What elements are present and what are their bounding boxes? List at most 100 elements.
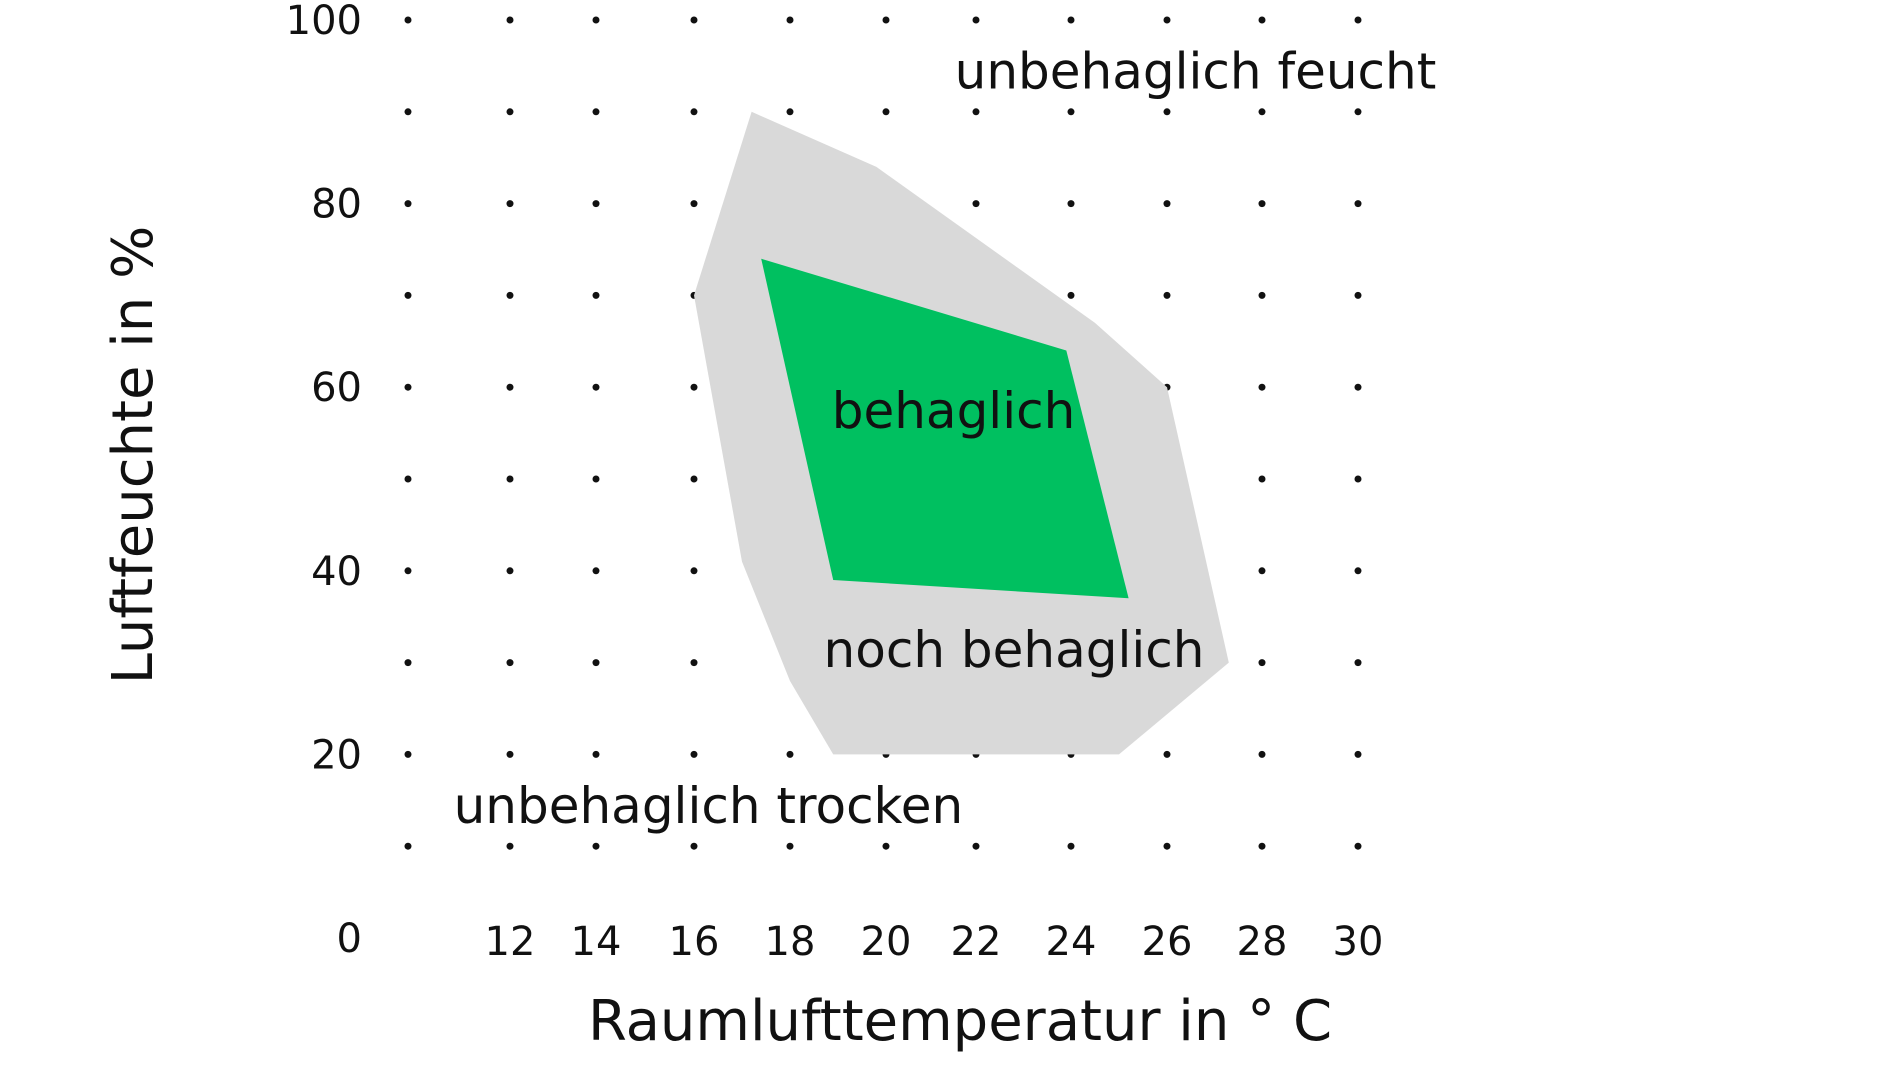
y-tick-label: 0 [337, 916, 362, 962]
x-tick-label: 20 [861, 919, 912, 965]
grid-dot [690, 16, 698, 24]
grid-dot [1354, 16, 1362, 24]
grid-dot [404, 567, 412, 575]
x-tick-label: 22 [951, 919, 1002, 965]
grid-dot [882, 108, 890, 116]
grid-dot [592, 200, 600, 208]
x-tick-labels: 12 14 16 18 20 22 24 26 28 30 [485, 919, 1384, 965]
area-behaglich [761, 258, 1129, 599]
grid-dot [972, 16, 980, 24]
grid-dot [404, 16, 412, 24]
grid-dot [506, 108, 514, 116]
region-label: unbehaglich trocken [454, 777, 964, 835]
grid-dot [1354, 659, 1362, 667]
grid-dot [1163, 108, 1171, 116]
grid-dot [1163, 16, 1171, 24]
grid-dot [506, 383, 514, 391]
x-tick-label: 28 [1237, 919, 1288, 965]
grid-dot [1067, 200, 1075, 208]
x-tick-label: 26 [1142, 919, 1193, 965]
grid-dot [1258, 108, 1266, 116]
y-tick-label: 40 [311, 549, 362, 595]
grid-dot [1354, 750, 1362, 758]
grid-dot [592, 383, 600, 391]
grid-dot [404, 842, 412, 850]
grid-dot [1258, 291, 1266, 299]
y-tick-label: 80 [311, 182, 362, 228]
x-tick-label: 12 [485, 919, 536, 965]
grid-dot [1163, 750, 1171, 758]
grid-dot [404, 108, 412, 116]
grid-dot [786, 16, 794, 24]
y-tick-label: 60 [311, 365, 362, 411]
grid-dot [1163, 842, 1171, 850]
comfort-areas [694, 111, 1229, 755]
grid-dot [690, 383, 698, 391]
region-label: noch behaglich [824, 621, 1205, 679]
grid-dot [1258, 16, 1266, 24]
grid-dot [1258, 567, 1266, 575]
grid-dot [404, 750, 412, 758]
grid-dot [1067, 842, 1075, 850]
grid-dot [1258, 200, 1266, 208]
grid-dot [1067, 108, 1075, 116]
grid-dot [690, 200, 698, 208]
grid-dot [404, 659, 412, 667]
grid-dot [786, 842, 794, 850]
grid-dot [1258, 475, 1266, 483]
grid-dot [882, 16, 890, 24]
region-labels: unbehaglich feucht behaglich noch behaglic… [454, 43, 1437, 835]
y-tick-label: 100 [286, 0, 362, 44]
grid-dot [506, 16, 514, 24]
grid-dot [506, 750, 514, 758]
region-label: behaglich [832, 382, 1076, 440]
x-tick-label: 18 [765, 919, 816, 965]
grid-dot [690, 475, 698, 483]
grid-dot [1258, 750, 1266, 758]
x-tick-label: 24 [1046, 919, 1097, 965]
grid-dot [786, 750, 794, 758]
grid-dot [506, 659, 514, 667]
grid-dot [1258, 842, 1266, 850]
grid-dot [592, 659, 600, 667]
grid-dot [1354, 200, 1362, 208]
grid-dot [506, 475, 514, 483]
grid-dot [1354, 567, 1362, 575]
grid-dot [786, 108, 794, 116]
grid-dot [592, 108, 600, 116]
grid-dot [882, 842, 890, 850]
grid-dot [1258, 383, 1266, 391]
grid-dot [404, 383, 412, 391]
grid-dot [592, 842, 600, 850]
grid-dot [1354, 291, 1362, 299]
grid-dot [690, 659, 698, 667]
x-tick-label: 30 [1333, 919, 1384, 965]
grid-dot [404, 475, 412, 483]
x-tick-label: 16 [669, 919, 720, 965]
grid-dot [404, 291, 412, 299]
grid-dot [1067, 16, 1075, 24]
grid-dot [404, 200, 412, 208]
grid-dot [1354, 108, 1362, 116]
grid-dot [506, 567, 514, 575]
grid-dot [1163, 200, 1171, 208]
grid-dot [592, 475, 600, 483]
grid-dot [592, 567, 600, 575]
grid-dot [1258, 659, 1266, 667]
grid-dot [1354, 383, 1362, 391]
grid-dot [690, 750, 698, 758]
grid-dot [690, 567, 698, 575]
grid-dot [506, 291, 514, 299]
grid-dot [1354, 475, 1362, 483]
grid-dot [1067, 291, 1075, 299]
grid-dot [972, 842, 980, 850]
grid-dot [972, 108, 980, 116]
grid-dot [592, 16, 600, 24]
grid-dot [690, 108, 698, 116]
grid-dot [1163, 291, 1171, 299]
region-label: unbehaglich feucht [955, 43, 1437, 101]
x-axis-title: Raumlufttemperatur in ° C [588, 989, 1332, 1054]
x-tick-label: 14 [571, 919, 622, 965]
